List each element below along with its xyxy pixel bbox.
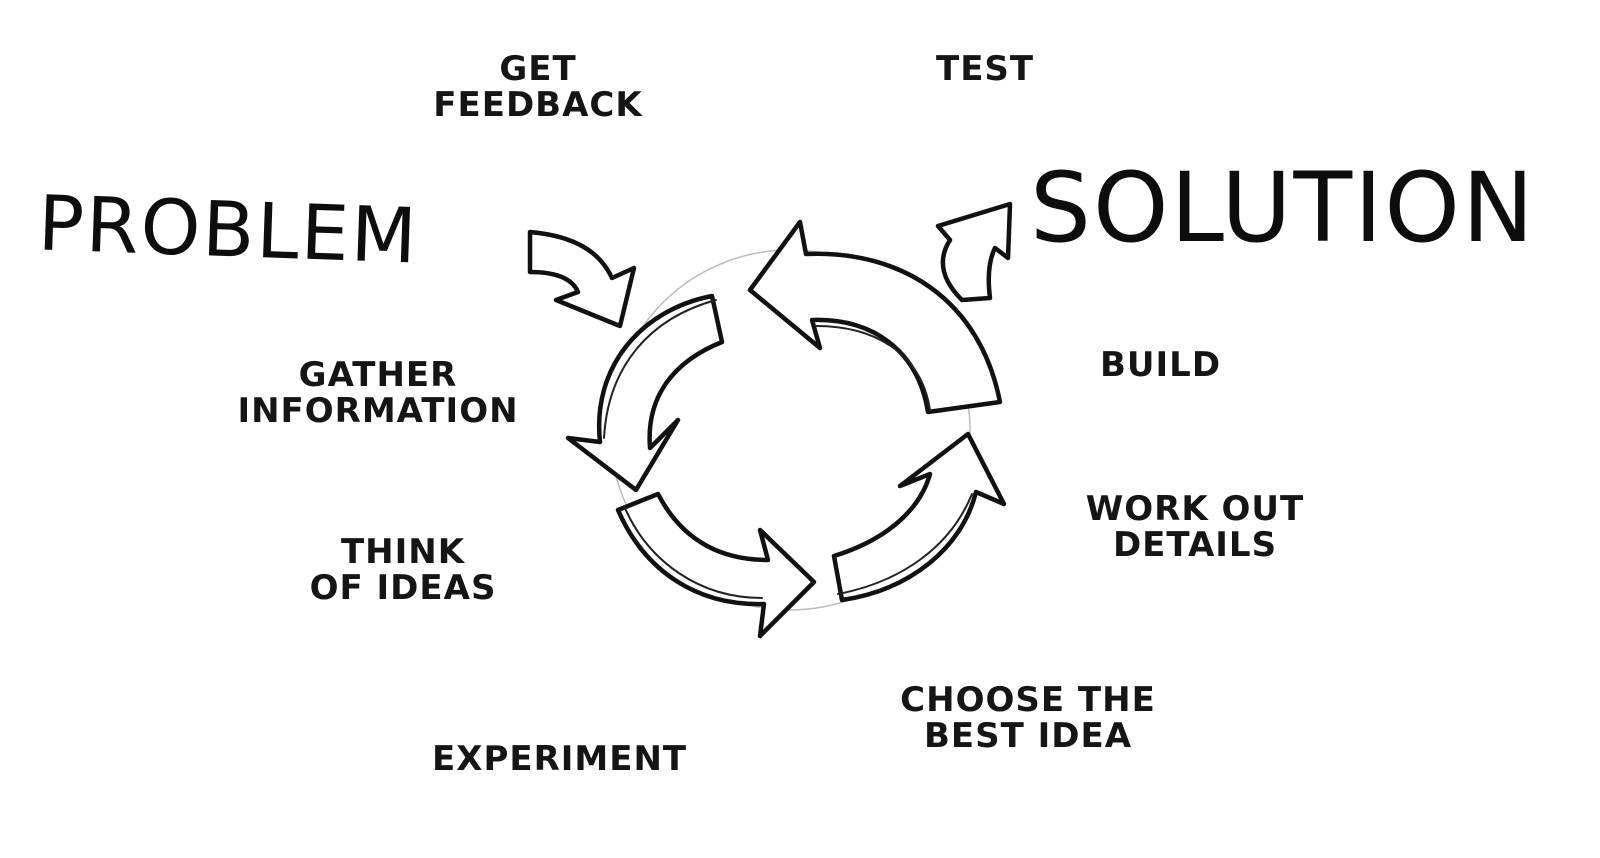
step-test: Test (936, 49, 1035, 89)
step-get-feedback: Get Feedback (408, 49, 668, 125)
build-text: Build (1100, 345, 1222, 385)
think-of-ideas-line-2: of Ideas (309, 567, 497, 608)
solution-title: Solution (1030, 158, 1536, 259)
work-out-details-line-2: Details (1112, 524, 1278, 565)
get-feedback-line-1: Get (499, 49, 577, 89)
gather-information-line-2: Information (237, 390, 519, 431)
think-of-ideas-line-1: Think (340, 532, 466, 572)
cycle-arrow-left (565, 293, 725, 493)
circular-arrows-icon (565, 219, 1007, 639)
solution-text: Solution (1030, 152, 1536, 264)
choose-best-idea-line-1: Choose the (900, 680, 1156, 720)
choose-best-idea-line-2: Best Idea (923, 715, 1133, 756)
step-think-of-ideas: Think of Ideas (288, 532, 518, 608)
step-gather-information: Gather Information (208, 355, 548, 431)
experiment-text: Experiment (432, 739, 688, 779)
step-choose-best-idea: Choose the Best Idea (868, 680, 1188, 756)
cycle-arrow-top (747, 219, 1003, 415)
problem-text: Problem (36, 178, 420, 281)
curved-arrow-down-right-icon (527, 229, 637, 329)
work-out-details-line-1: Work out (1085, 489, 1305, 529)
test-text: Test (936, 49, 1035, 89)
step-build: Build (1100, 345, 1222, 385)
cycle-arrow-right (831, 431, 1007, 603)
cycle-arrow-bottom (615, 491, 817, 639)
get-feedback-line-2: Feedback (433, 84, 643, 125)
problem-title: Problem (37, 178, 420, 280)
step-work-out-details: Work out Details (1070, 489, 1320, 565)
curved-arrow-up-right-icon (935, 201, 1013, 303)
gather-information-line-1: Gather (298, 355, 458, 395)
step-experiment: Experiment (432, 739, 688, 779)
